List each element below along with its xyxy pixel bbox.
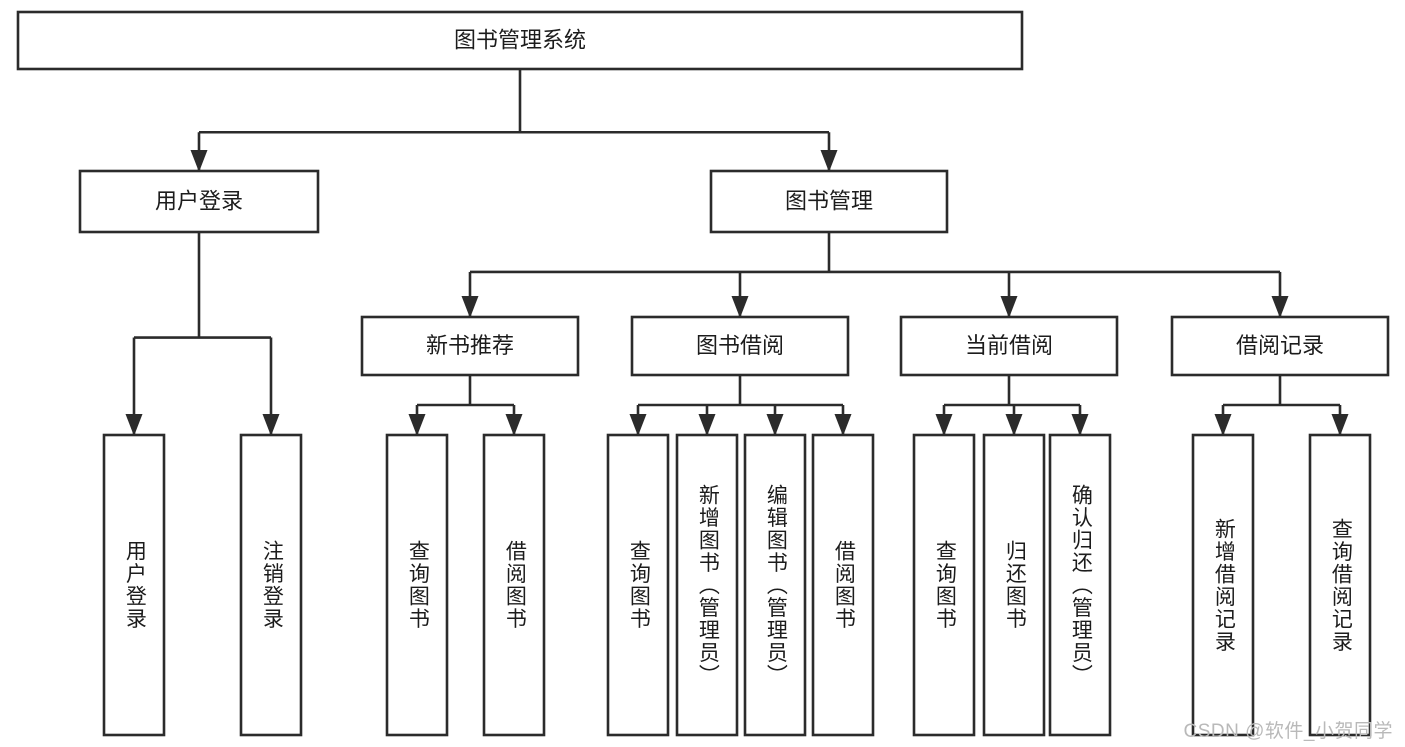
node-new-book-rec[interactable]: 新书推荐 — [360, 315, 580, 377]
node-leaf-confirm-return-admin[interactable] — [1048, 433, 1112, 737]
node-box — [982, 433, 1046, 737]
arrowhead-icon — [125, 414, 143, 436]
arrowhead-icon — [505, 414, 523, 436]
node-box — [482, 433, 546, 737]
arrowhead-icon — [698, 414, 716, 436]
arrowhead-icon — [1271, 296, 1289, 318]
node-leaf-user-login[interactable] — [102, 433, 166, 737]
node-box — [102, 433, 166, 737]
arrowhead-icon — [1071, 414, 1089, 436]
node-root[interactable]: 图书管理系统 — [16, 10, 1024, 71]
edges-layer — [125, 69, 1349, 436]
node-label: 当前借阅 — [965, 333, 1053, 358]
arrowhead-icon — [1000, 296, 1018, 318]
arrowhead-icon — [834, 414, 852, 436]
node-current-borrow[interactable]: 当前借阅 — [899, 315, 1119, 377]
arrowhead-icon — [629, 414, 647, 436]
node-leaf-borrow-book-2[interactable] — [811, 433, 875, 737]
node-label: 新书推荐 — [426, 333, 514, 358]
arrowhead-icon — [1005, 414, 1023, 436]
node-leaf-query-record[interactable] — [1308, 433, 1372, 737]
node-box — [360, 315, 580, 377]
node-label: 图书管理系统 — [454, 27, 586, 52]
node-box — [1170, 315, 1390, 377]
node-borrow-record[interactable]: 借阅记录 — [1170, 315, 1390, 377]
node-leaf-edit-book-admin[interactable] — [743, 433, 807, 737]
node-box — [709, 169, 949, 234]
arrowhead-icon — [731, 296, 749, 318]
arrowhead-icon — [820, 150, 838, 172]
node-box — [1191, 433, 1255, 737]
node-label: 图书借阅 — [696, 333, 784, 358]
arrowhead-icon — [408, 414, 426, 436]
node-leaf-return-book[interactable] — [982, 433, 1046, 737]
node-leaf-add-book-admin[interactable] — [675, 433, 739, 737]
node-box — [743, 433, 807, 737]
node-leaf-logout[interactable] — [239, 433, 303, 737]
node-box — [16, 10, 1024, 71]
arrowhead-icon — [1214, 414, 1232, 436]
node-leaf-query-book-1[interactable] — [385, 433, 449, 737]
arrowhead-icon — [1331, 414, 1349, 436]
node-leaf-borrow-book-1[interactable] — [482, 433, 546, 737]
arrowhead-icon — [935, 414, 953, 436]
node-label: 借阅记录 — [1236, 333, 1324, 358]
node-box — [630, 315, 850, 377]
node-box — [675, 433, 739, 737]
watermark-text: CSDN @软件_小贺同学 — [1183, 721, 1393, 742]
node-box — [899, 315, 1119, 377]
node-box — [385, 433, 449, 737]
node-book-borrow[interactable]: 图书借阅 — [630, 315, 850, 377]
node-label: 图书管理 — [785, 188, 873, 213]
node-box — [78, 169, 320, 234]
node-box — [1048, 433, 1112, 737]
arrowhead-icon — [766, 414, 784, 436]
node-box — [239, 433, 303, 737]
arrowhead-icon — [262, 414, 280, 436]
node-box — [1308, 433, 1372, 737]
arrowhead-icon — [190, 150, 208, 172]
node-leaf-add-record[interactable] — [1191, 433, 1255, 737]
node-book-manage[interactable]: 图书管理 — [709, 169, 949, 234]
arrowhead-icon — [461, 296, 479, 318]
node-user-login[interactable]: 用户登录 — [78, 169, 320, 234]
node-box — [912, 433, 976, 737]
node-leaf-query-book-3[interactable] — [912, 433, 976, 737]
node-leaf-query-book-2[interactable] — [606, 433, 670, 737]
node-box — [606, 433, 670, 737]
node-label: 用户登录 — [155, 188, 243, 213]
node-box — [811, 433, 875, 737]
